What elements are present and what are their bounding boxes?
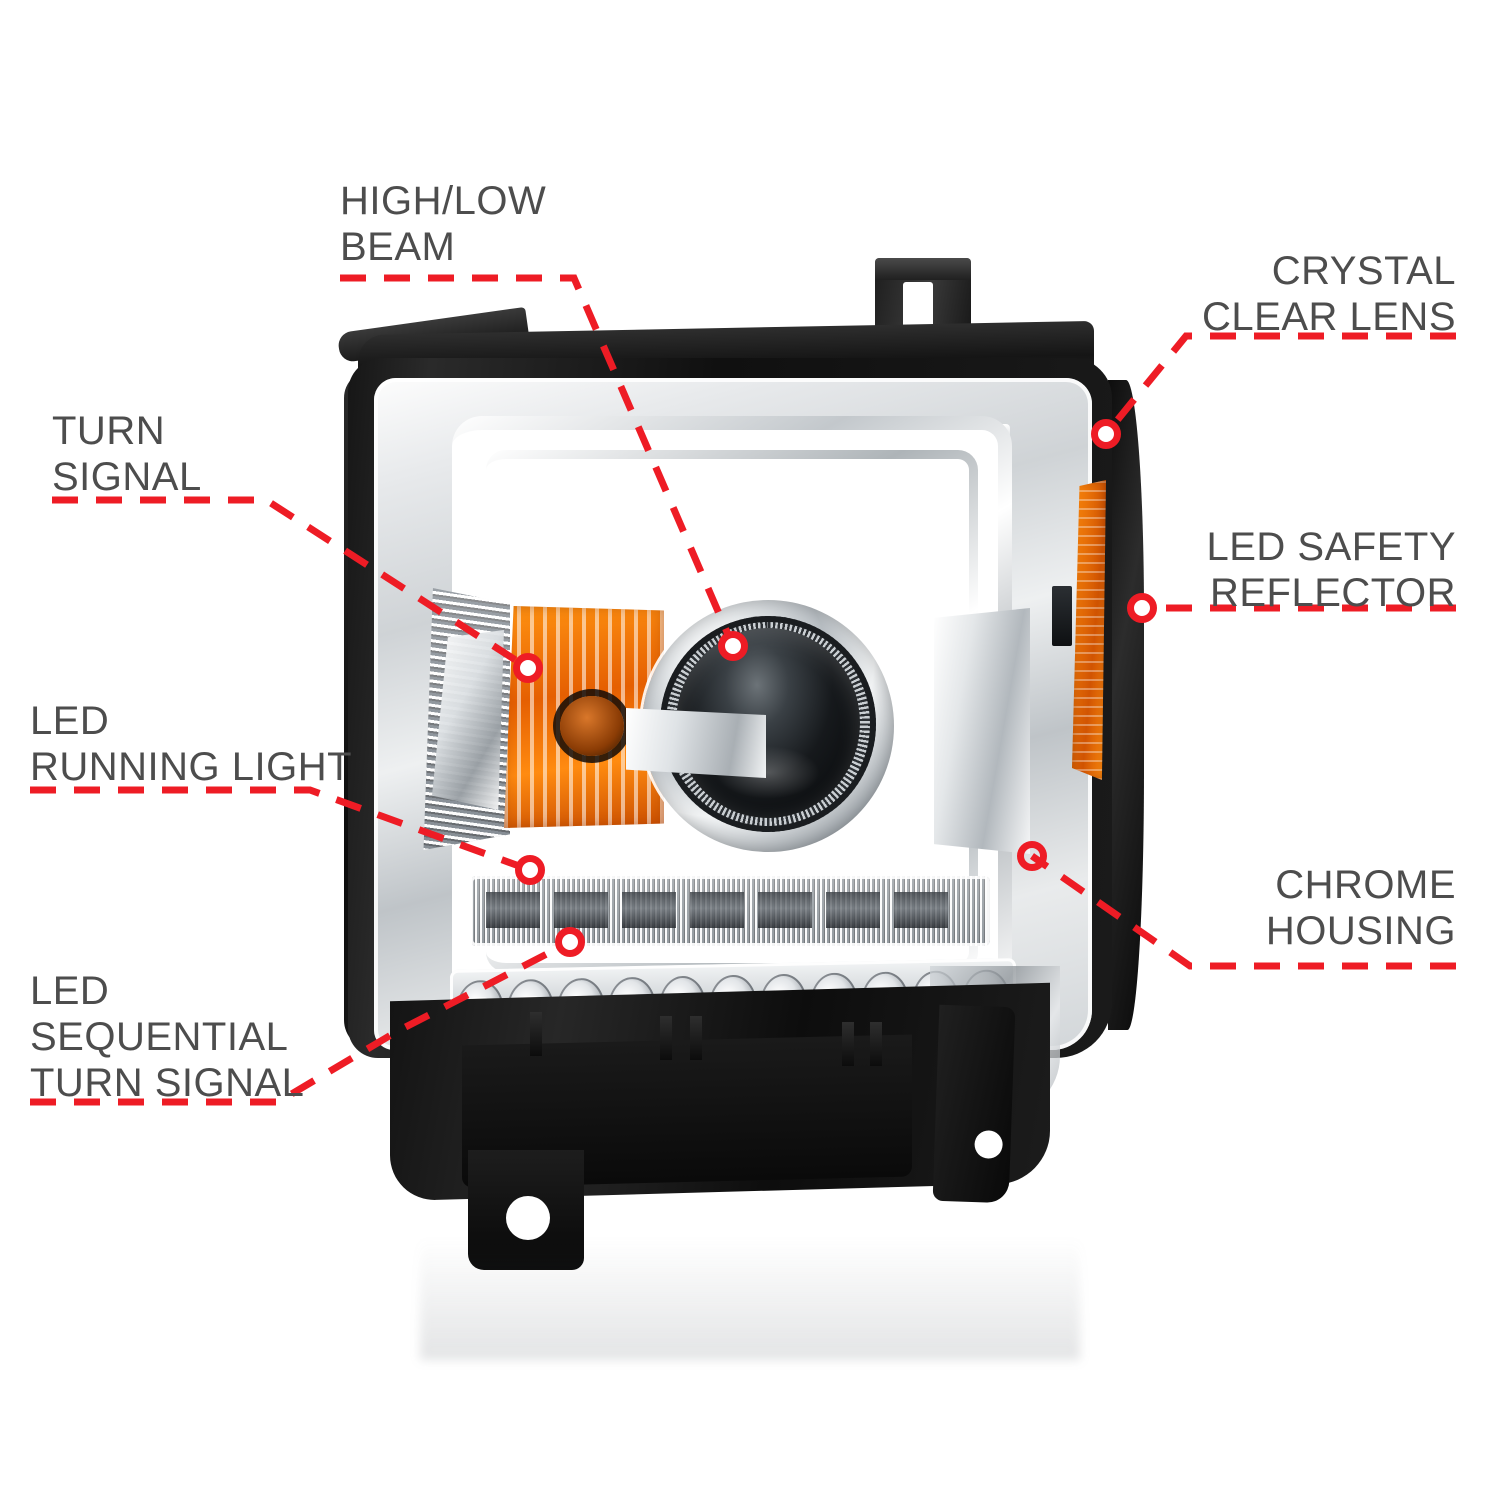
projector-lens-glass <box>676 628 860 818</box>
callout-label-led-running-light: LED RUNNING LIGHT <box>30 699 353 789</box>
callout-dot-chrome-housing <box>1017 841 1047 871</box>
callout-label-led-sequential-turn-signal: LED SEQUENTIAL TURN SIGNAL <box>30 969 305 1105</box>
callout-label-turn-signal: TURN SIGNAL <box>52 409 202 499</box>
callout-dot-led-sequential-turn-signal <box>555 927 585 957</box>
housing-rib <box>530 1012 542 1056</box>
callout-label-chrome-housing: CHROME HOUSING <box>1265 863 1456 953</box>
callout-dot-led-safety-reflector <box>1127 593 1157 623</box>
callout-dot-high-low-beam <box>718 631 748 661</box>
housing-rib <box>690 1016 702 1060</box>
callout-dot-crystal-clear-lens <box>1091 419 1121 449</box>
callout-label-led-safety-reflector: LED SAFETY REFLECTOR <box>1206 525 1456 615</box>
housing-rib <box>870 1022 882 1066</box>
lower-mounting-foot <box>468 1150 584 1270</box>
right-black-rim <box>1108 380 1144 1030</box>
lower-led-running-light-bar <box>470 876 990 946</box>
callout-label-high-low-beam: HIGH/LOW BEAM <box>340 179 547 269</box>
safety-reflector-clip <box>1052 586 1072 646</box>
callout-dot-led-running-light <box>515 855 545 885</box>
housing-rib <box>660 1016 672 1060</box>
projector-shelf <box>626 708 766 778</box>
surface-reflection <box>420 1190 1080 1360</box>
side-mounting-bracket <box>932 1004 1016 1204</box>
turn-signal-bulb-socket <box>560 696 624 756</box>
housing-rib <box>842 1022 854 1066</box>
callout-dot-turn-signal <box>513 653 543 683</box>
crystal-clear-lens <box>374 378 1092 1050</box>
leader-line-crystal-clear-lens <box>1103 332 1456 437</box>
callout-label-crystal-clear-lens: CRYSTAL CLEAR LENS <box>1202 249 1456 339</box>
headlight-assembly <box>330 250 1144 1360</box>
right-chrome-step <box>934 608 1030 854</box>
